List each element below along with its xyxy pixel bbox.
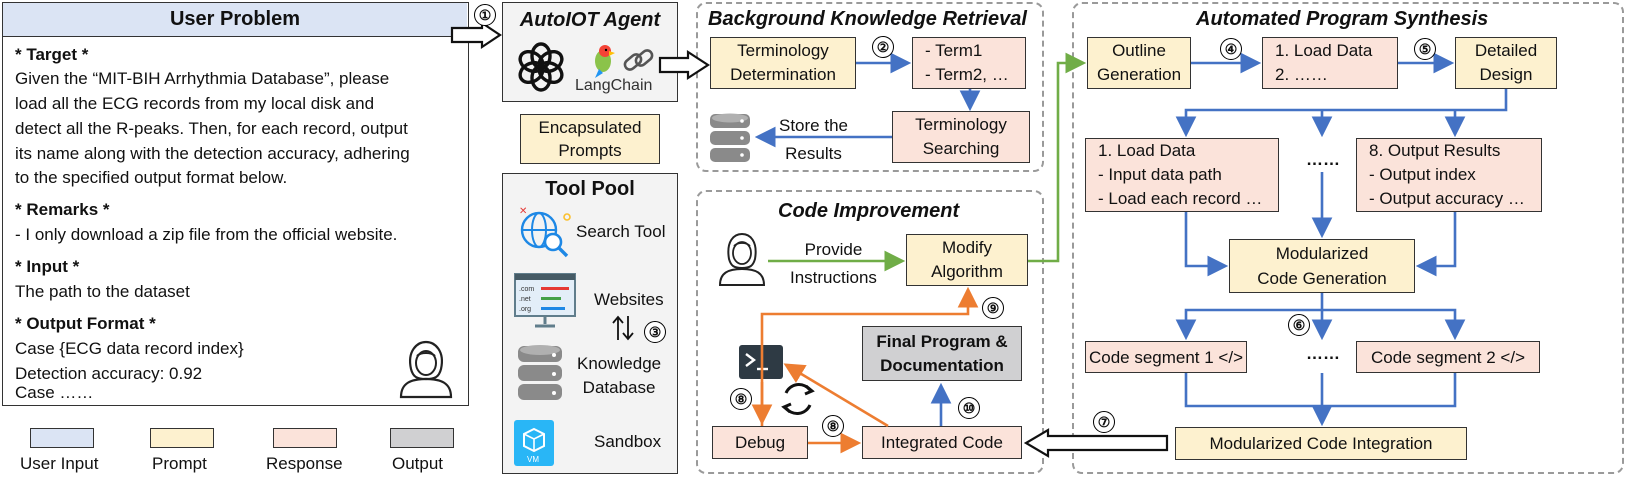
- tld-net: .net: [519, 296, 531, 303]
- search-globe-icon: ✕: [519, 206, 571, 258]
- legend-swatch-user-input: [30, 428, 94, 448]
- target-line: to the specified output format below.: [15, 168, 288, 187]
- database-icon: [518, 345, 562, 400]
- output-format-heading: * Output Format *: [15, 314, 156, 333]
- bkr-panel: [696, 2, 1044, 172]
- encapsulated-prompts-box: Encapsulated Prompts: [520, 114, 660, 164]
- langchain-label: LangChain: [575, 77, 653, 94]
- legend: User Input Prompt Response Output: [0, 420, 470, 494]
- legend-swatch-prompt: [150, 428, 214, 448]
- results-database-icon: [710, 113, 750, 162]
- parrot-icon: [595, 45, 615, 78]
- vm-label: VM: [527, 455, 539, 464]
- user-avatar-icon: [399, 340, 453, 399]
- remarks-heading: * Remarks *: [15, 200, 110, 219]
- legend-label-response: Response: [266, 454, 343, 473]
- segments-ellipsis: ……: [1306, 344, 1340, 363]
- step-10-marker: ⑩: [958, 397, 980, 419]
- code-segment-1-box: Code segment 1 </>: [1085, 341, 1247, 373]
- integration-to-integrated-arrow: [1023, 428, 1169, 458]
- terminology-determination-box: Terminology Determination: [710, 37, 856, 89]
- integrated-code-box: Integrated Code: [862, 426, 1022, 459]
- terms-box: - Term1 - Term2, …: [912, 37, 1026, 89]
- step-8b-marker: ⑧: [822, 415, 844, 437]
- final-program-box: Final Program & Documentation: [862, 326, 1022, 381]
- output-format-line: Case ……: [15, 383, 94, 402]
- user-problem-panel: User Problem * Target * Given the “MIT-B…: [2, 2, 469, 406]
- tool-label-websites: Websites: [594, 290, 664, 309]
- target-line: detect all the R-peaks. Then, for each r…: [15, 119, 408, 138]
- detailed-design-box: Detailed Design: [1455, 37, 1557, 89]
- legend-label-output: Output: [392, 454, 444, 473]
- step-3-marker: ③: [644, 321, 666, 343]
- ci-title: Code Improvement: [778, 200, 960, 222]
- aps-title: Automated Program Synthesis: [1196, 8, 1489, 30]
- agent-to-bkr-arrow: [658, 49, 711, 81]
- tool-label-sandbox: Sandbox: [594, 432, 662, 451]
- step-6-marker: ⑥: [1288, 314, 1310, 336]
- step8-box: 8. Output Results - Output index - Outpu…: [1356, 138, 1542, 212]
- output-format-line: Detection accuracy: 0.92: [15, 364, 203, 383]
- legend-swatch-output: [390, 428, 454, 448]
- target-line: Given the “MIT-BIH Arrhythmia Database”,…: [15, 69, 390, 88]
- chain-link-icon: [623, 49, 654, 71]
- input-heading: * Input *: [15, 257, 80, 276]
- svg-text:✕: ✕: [519, 206, 527, 217]
- store-results-label: Store the Results: [779, 116, 848, 163]
- agent-box: AutoIOT Agent LangChain: [502, 2, 678, 102]
- step1-box: 1. Load Data - Input data path - Load ea…: [1085, 138, 1279, 212]
- step-1-marker: ①: [474, 4, 496, 26]
- tool-pool-title: Tool Pool: [545, 178, 635, 200]
- target-line: load all the ECG records from my local d…: [15, 94, 375, 113]
- website-monitor-icon: .com .net .org: [514, 273, 576, 328]
- agent-title: AutoIOT Agent: [519, 9, 661, 31]
- legend-label-prompt: Prompt: [152, 454, 207, 473]
- input-line: The path to the dataset: [15, 282, 190, 301]
- code-segment-2-box: Code segment 2 </>: [1356, 341, 1540, 373]
- sandbox-vm-icon: VM: [514, 420, 554, 466]
- step-4-marker: ④: [1220, 38, 1242, 60]
- debug-box: Debug: [712, 426, 808, 459]
- modularized-code-integration-box: Modularized Code Integration: [1175, 427, 1467, 460]
- tld-com: .com: [519, 286, 534, 293]
- modify-algorithm-box: Modify Algorithm: [906, 234, 1028, 286]
- openai-logo-icon: [518, 42, 564, 92]
- output-format-line: Case {ECG data record index}: [15, 339, 244, 358]
- target-heading: * Target *: [15, 45, 89, 64]
- tool-label-search: Search Tool: [576, 222, 666, 241]
- developer-avatar-icon: [718, 232, 766, 286]
- up-down-arrow-icon: [612, 315, 634, 341]
- legend-swatch-response: [273, 428, 337, 448]
- steps-ellipsis: ……: [1306, 150, 1340, 169]
- provide-instructions-label: Provide Instructions: [790, 240, 877, 287]
- refresh-cycle-icon: [781, 383, 815, 415]
- terminology-searching-box: Terminology Searching: [892, 111, 1030, 163]
- step-5-marker: ⑤: [1414, 38, 1436, 60]
- step-9-marker: ⑨: [982, 297, 1004, 319]
- target-line: its name along with the detection accura…: [15, 144, 410, 163]
- user-to-agent-arrow: [450, 20, 502, 50]
- tool-label-knowledge-database: Knowledge Database: [577, 354, 662, 397]
- aps-panel: [1072, 2, 1624, 474]
- step-7-marker: ⑦: [1093, 411, 1115, 433]
- step-8-marker: ⑧: [730, 388, 752, 410]
- outline-generation-box: Outline Generation: [1087, 37, 1191, 89]
- legend-label-user-input: User Input: [20, 454, 99, 473]
- ci-panel: [696, 190, 1044, 474]
- user-problem-title: User Problem: [3, 3, 467, 37]
- modularized-code-generation-box: Modularized Code Generation: [1229, 239, 1415, 293]
- step-2-marker: ②: [872, 36, 894, 58]
- bkr-title: Background Knowledge Retrieval: [708, 8, 1027, 30]
- remarks-line: - I only download a zip file from the of…: [15, 225, 398, 244]
- load-steps-box: 1. Load Data 2. ……: [1262, 37, 1398, 89]
- tld-org: .org: [519, 306, 531, 313]
